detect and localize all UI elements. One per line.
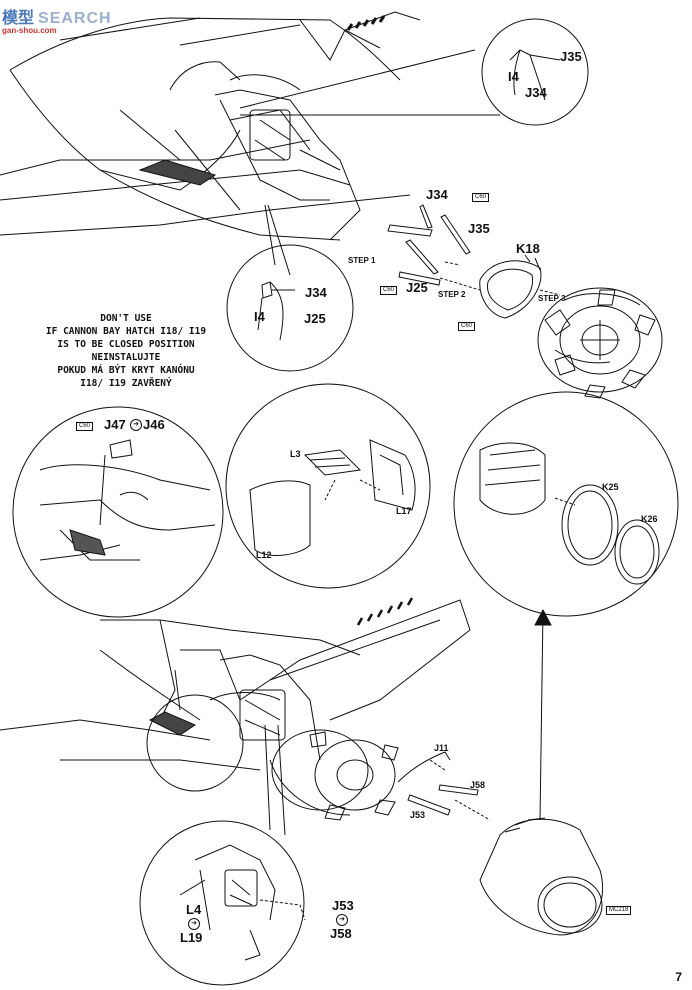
detail-circle-center (225, 383, 431, 589)
middle-details (12, 383, 679, 618)
label-j25: J25 (406, 280, 428, 295)
detail-circle-right (453, 391, 679, 617)
label-j35-strut: J35 (468, 221, 490, 236)
label-l17: L17 (396, 506, 412, 516)
detail-circle-left (12, 406, 224, 618)
note-line: DON'T USE (100, 313, 152, 324)
watermark-search: SEARCH (38, 10, 112, 27)
label-i4: I4 (508, 69, 519, 84)
label-j34-detail: J34 (305, 285, 327, 300)
label-j58: J58 (470, 780, 486, 790)
label-l12: L12 (256, 550, 272, 560)
label-j46: J46 (143, 417, 165, 432)
arrow-circle-icon: ➔ (336, 914, 348, 926)
label-j34-strut: J34 (426, 187, 448, 202)
note-line: POKUD MÁ BÝT KRYT KANÓNU (57, 365, 195, 376)
label-k26: K26 (641, 514, 658, 524)
color-code-mc218: MC218 (606, 906, 632, 915)
detail-circle-bottom (139, 820, 305, 986)
top-fuselage-drawing (0, 11, 421, 241)
note-line: IS TO BE CLOSED POSITION (57, 339, 195, 350)
label-l3: L3 (290, 449, 301, 459)
watermark-url: gan-shou.com (2, 26, 57, 35)
warning-note: DON'T USE IF CANNON BAY HATCH I18/ I19 I… (36, 312, 216, 390)
note-line: I18/ I19 ZAVŘENÝ (80, 378, 172, 389)
color-code-c60: C60 (472, 193, 490, 202)
label-k25: K25 (602, 482, 619, 492)
label-step-1: STEP 1 (348, 256, 376, 265)
label-i4-detail: I4 (254, 309, 265, 324)
label-j35: J35 (560, 49, 582, 64)
watermark-site: 模型 (2, 10, 35, 27)
label-j58-detail: J58 (330, 926, 352, 941)
color-code-c60: C60 (458, 322, 476, 331)
page-number: 7 (675, 970, 682, 984)
top-leaders (226, 18, 589, 372)
label-j34: J34 (525, 85, 547, 100)
label-step-2: STEP 2 (438, 290, 466, 299)
label-j53: J53 (410, 810, 426, 820)
note-line: NEINSTALUJTE (91, 352, 161, 363)
bottom-fuselage-drawing (0, 597, 604, 986)
arrow-circle-icon: ➔ (130, 419, 142, 431)
label-j53-detail: J53 (332, 898, 354, 913)
label-j47: J47 (104, 417, 126, 432)
detail-circle-small (146, 694, 244, 792)
arrow-circle-icon: ➔ (188, 918, 200, 930)
label-j25-detail: J25 (304, 311, 326, 326)
detail-circle-top-left (226, 244, 354, 372)
label-l19: L19 (180, 930, 203, 945)
label-k18: K18 (516, 241, 540, 256)
struts-and-engine (387, 204, 663, 399)
label-j11: J11 (434, 743, 449, 753)
color-code-c60: C60 (380, 286, 398, 295)
color-code-c60: C60 (76, 422, 94, 431)
note-line: IF CANNON BAY HATCH I18/ I19 (45, 326, 207, 337)
label-l4: L4 (186, 902, 202, 917)
radial-engine-top (537, 287, 663, 399)
label-step-3: STEP 3 (538, 294, 566, 303)
detail-circle-top-right (481, 18, 589, 126)
